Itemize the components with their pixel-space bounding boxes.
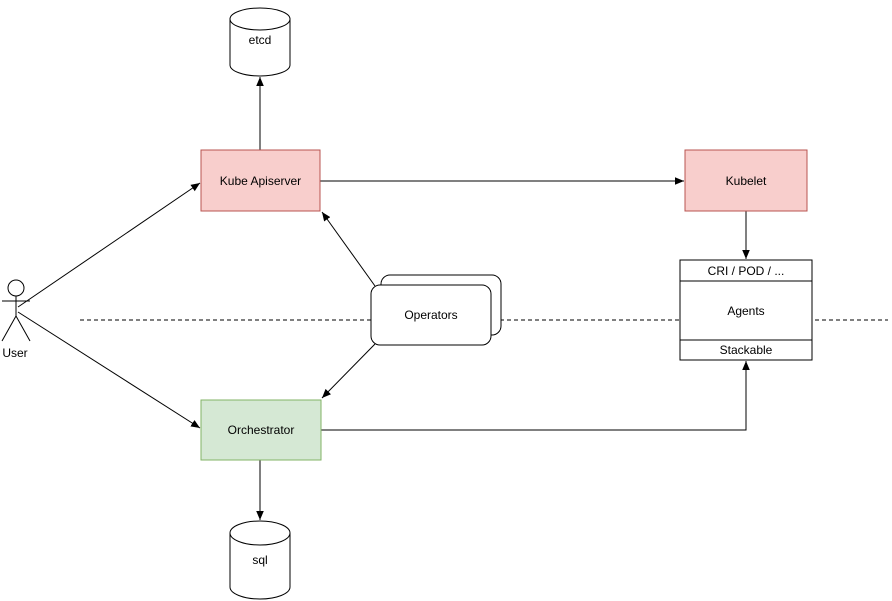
etcd-label: etcd — [249, 33, 272, 47]
agent-stack-middle-label: Agents — [727, 304, 764, 318]
kubelet-label: Kubelet — [726, 174, 767, 188]
kubelet-box — [684, 149, 808, 212]
node-orchestrator: Orchestrator — [200, 399, 322, 461]
node-kube-apiserver: Kube Apiserver — [200, 149, 321, 212]
node-etcd: etcd — [229, 7, 291, 77]
edge-user-to-orchestrator — [17, 311, 201, 429]
agent-stack-bottom-label: Stackable — [720, 343, 773, 357]
agent-stack-top-label: CRI / POD / ... — [708, 264, 785, 278]
sql-cylinder-shape — [229, 520, 291, 600]
kube-apiserver-label: Kube Apiserver — [220, 174, 301, 188]
etcd-cylinder-top-arc — [229, 18, 291, 31]
orchestrator-box — [200, 399, 322, 461]
user-actor-body — [1, 296, 31, 342]
etcd-cylinder-shape — [229, 7, 291, 77]
sql-label: sql — [252, 553, 267, 567]
sql-cylinder-top-arc — [229, 532, 291, 546]
node-operators: Operators — [370, 274, 502, 346]
orchestrator-label: Orchestrator — [228, 423, 295, 437]
operators-label: Operators — [404, 308, 457, 322]
edge-user-to-kube-apiserver — [17, 182, 201, 308]
edge-operators-to-kube-apiserver — [321, 211, 376, 287]
kube-apiserver-box — [200, 149, 321, 212]
user-label: User — [2, 346, 27, 360]
node-kubelet: Kubelet — [684, 149, 808, 212]
user-actor-head — [7, 279, 25, 297]
node-user: User — [1, 279, 31, 360]
edges — [17, 77, 750, 520]
edge-operators-to-orchestrator — [321, 343, 376, 399]
node-sql: sql — [229, 520, 291, 600]
node-agent-stack: CRI / POD / ... Agents Stackable — [679, 259, 813, 361]
agent-stack-box — [679, 259, 813, 361]
edge-orchestrator-to-stackable — [321, 361, 750, 431]
operators-front-card — [370, 284, 492, 346]
